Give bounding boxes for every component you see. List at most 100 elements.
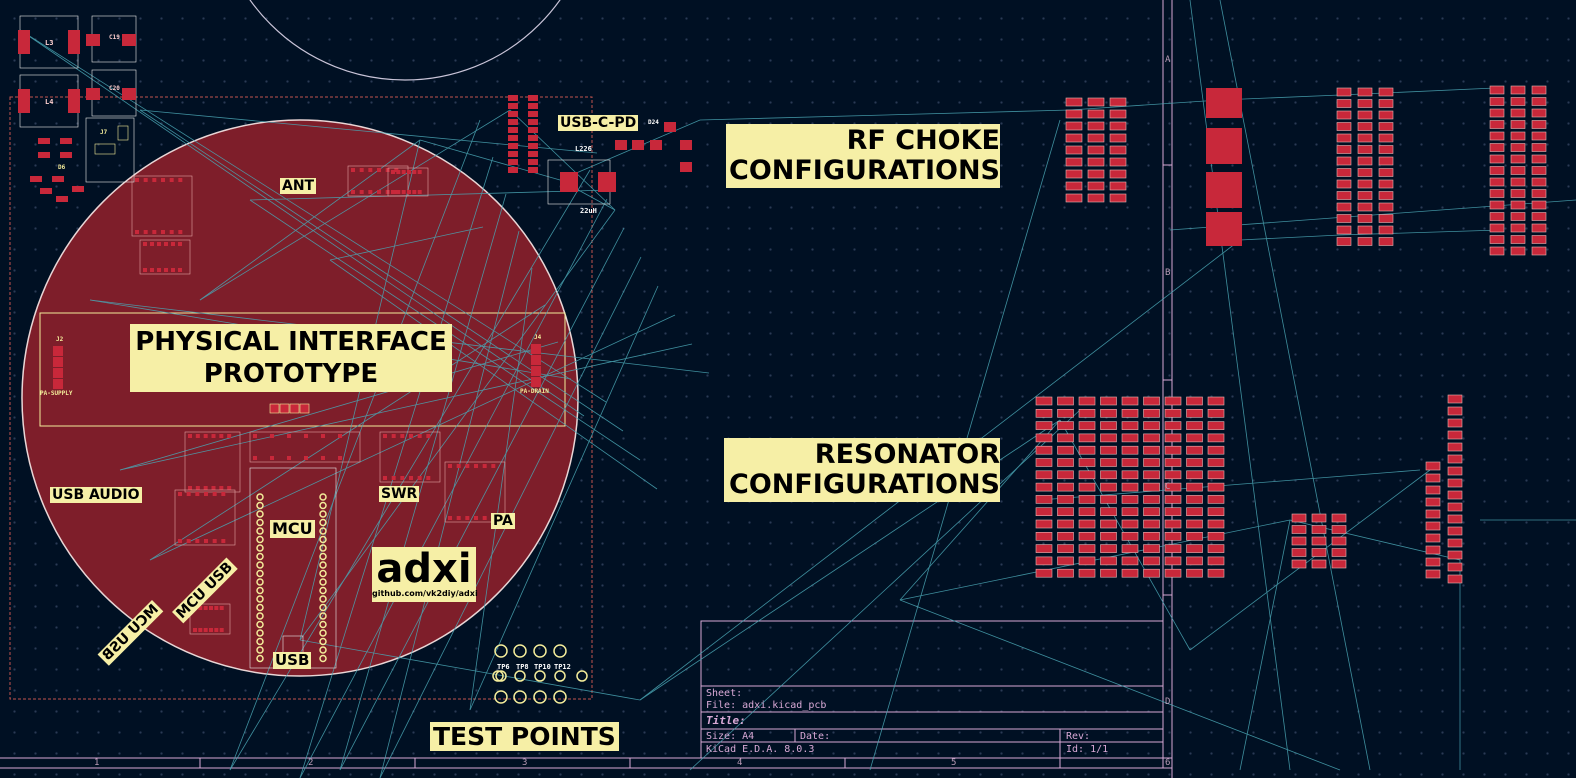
mcu-pin xyxy=(256,603,264,612)
ratsnest-line xyxy=(249,189,611,201)
ic-pad xyxy=(253,434,257,438)
ic-pad xyxy=(465,516,470,520)
ic-pad xyxy=(171,268,175,272)
rf-choke-pad xyxy=(1510,223,1526,233)
silk-l226: L226 xyxy=(575,145,592,153)
ratsnest-line xyxy=(1189,469,1431,651)
rf-choke-pad xyxy=(1109,181,1127,191)
resonator-pad xyxy=(1035,507,1053,517)
rf-choke-pad xyxy=(1531,212,1547,221)
ic-pad xyxy=(448,464,452,468)
resonator-pad xyxy=(1164,396,1182,406)
ratsnest-line xyxy=(699,109,1071,121)
ic-pad xyxy=(474,464,478,468)
ic-pad xyxy=(150,242,154,246)
resonator-pad xyxy=(1035,482,1053,492)
ic-pad xyxy=(161,230,165,234)
mcu-pin xyxy=(319,544,327,552)
inductor-pad xyxy=(598,172,616,192)
ic-pad xyxy=(195,486,200,490)
rf-choke-pad xyxy=(1357,168,1373,177)
resonator-pad xyxy=(1078,433,1096,443)
resonator-pad xyxy=(1447,574,1463,584)
tb-size: Size: A4 xyxy=(706,731,755,742)
rf-choke-pad xyxy=(1489,108,1505,118)
header-pin xyxy=(531,366,541,376)
header-pin xyxy=(53,357,63,367)
ratsnest-line xyxy=(139,109,624,432)
ruler-bottom-5: 5 xyxy=(951,758,957,768)
resonator-pad xyxy=(1164,544,1182,553)
smd-pad xyxy=(38,152,50,158)
resonator-pad xyxy=(1207,519,1225,529)
rf-choke-pad xyxy=(1357,202,1373,212)
rf-choke-pad xyxy=(1489,177,1505,187)
smd-pad xyxy=(528,111,538,117)
rf-choke-pad xyxy=(1336,202,1352,212)
ic-pad xyxy=(407,170,411,174)
resonator-pad xyxy=(1057,445,1074,455)
ic-pad xyxy=(178,230,183,234)
smd-pad xyxy=(508,143,518,149)
ic-pad xyxy=(195,492,200,496)
resonator-pad xyxy=(1447,550,1463,560)
smd-pad xyxy=(680,162,692,172)
resonator-pad xyxy=(1057,458,1074,467)
rf-choke-pad xyxy=(1510,143,1526,152)
ic-pad xyxy=(396,170,401,174)
ic-pad xyxy=(157,242,161,246)
ic-pad xyxy=(211,486,216,490)
mcu-pin xyxy=(256,569,264,578)
ic-pad xyxy=(491,464,496,468)
ic-pad xyxy=(195,434,200,438)
mcu-pin xyxy=(256,595,264,603)
tp-label-2: TP8 xyxy=(516,663,529,671)
rf-choke-pad xyxy=(1065,145,1083,155)
component-outline xyxy=(174,489,236,546)
test-point xyxy=(534,670,546,682)
mcu-pin xyxy=(256,612,264,620)
smd-pad xyxy=(632,140,644,150)
mcu-pin xyxy=(256,535,264,544)
ic-pad xyxy=(214,628,219,632)
board-edge xyxy=(9,96,593,700)
header-pin xyxy=(269,403,280,414)
rf-choke-pad xyxy=(1510,108,1526,118)
resonator-pad xyxy=(1447,454,1463,464)
silk-d6: D6 xyxy=(58,164,66,171)
ratsnest-line xyxy=(19,29,585,417)
rf-choke-pad xyxy=(1357,237,1373,246)
ic-pad xyxy=(178,539,182,543)
resonator-pad xyxy=(1207,421,1225,430)
rf-choke-pad xyxy=(1336,168,1352,177)
ratsnest-line xyxy=(199,139,421,301)
ic-pad xyxy=(221,492,226,496)
ic-pad xyxy=(135,178,139,182)
resonator-pad xyxy=(1164,556,1182,566)
smd-pad xyxy=(528,159,538,165)
rf-choke-pad xyxy=(1531,85,1547,95)
rf-choke-pad xyxy=(1357,191,1373,200)
tb-tool: KiCad E.D.A. 8.0.3 xyxy=(706,744,815,755)
ratsnest-line xyxy=(469,267,533,711)
component-outline xyxy=(184,431,241,493)
resonator-pad xyxy=(1035,396,1053,406)
resonator-pad xyxy=(1121,556,1139,566)
ic-pad xyxy=(304,456,308,460)
ic-pad xyxy=(338,456,342,460)
silk-d24: D24 xyxy=(648,119,659,126)
rf-choke-pad xyxy=(1510,85,1526,95)
rf-choke-pad xyxy=(1336,122,1352,131)
rf-choke-pad xyxy=(1109,193,1127,203)
silk-pa-supply: PA-SUPPLY xyxy=(40,390,73,397)
resonator-pad xyxy=(1186,568,1203,578)
test-point xyxy=(513,644,527,658)
tb-rev: Rev: xyxy=(1066,731,1091,742)
test-point xyxy=(553,644,567,658)
resonator-pad xyxy=(1207,544,1225,553)
ic-pad xyxy=(412,170,417,174)
ratsnest-line xyxy=(299,639,641,701)
resonator-pad xyxy=(1311,525,1327,534)
silk-j7: J7 xyxy=(100,129,108,136)
